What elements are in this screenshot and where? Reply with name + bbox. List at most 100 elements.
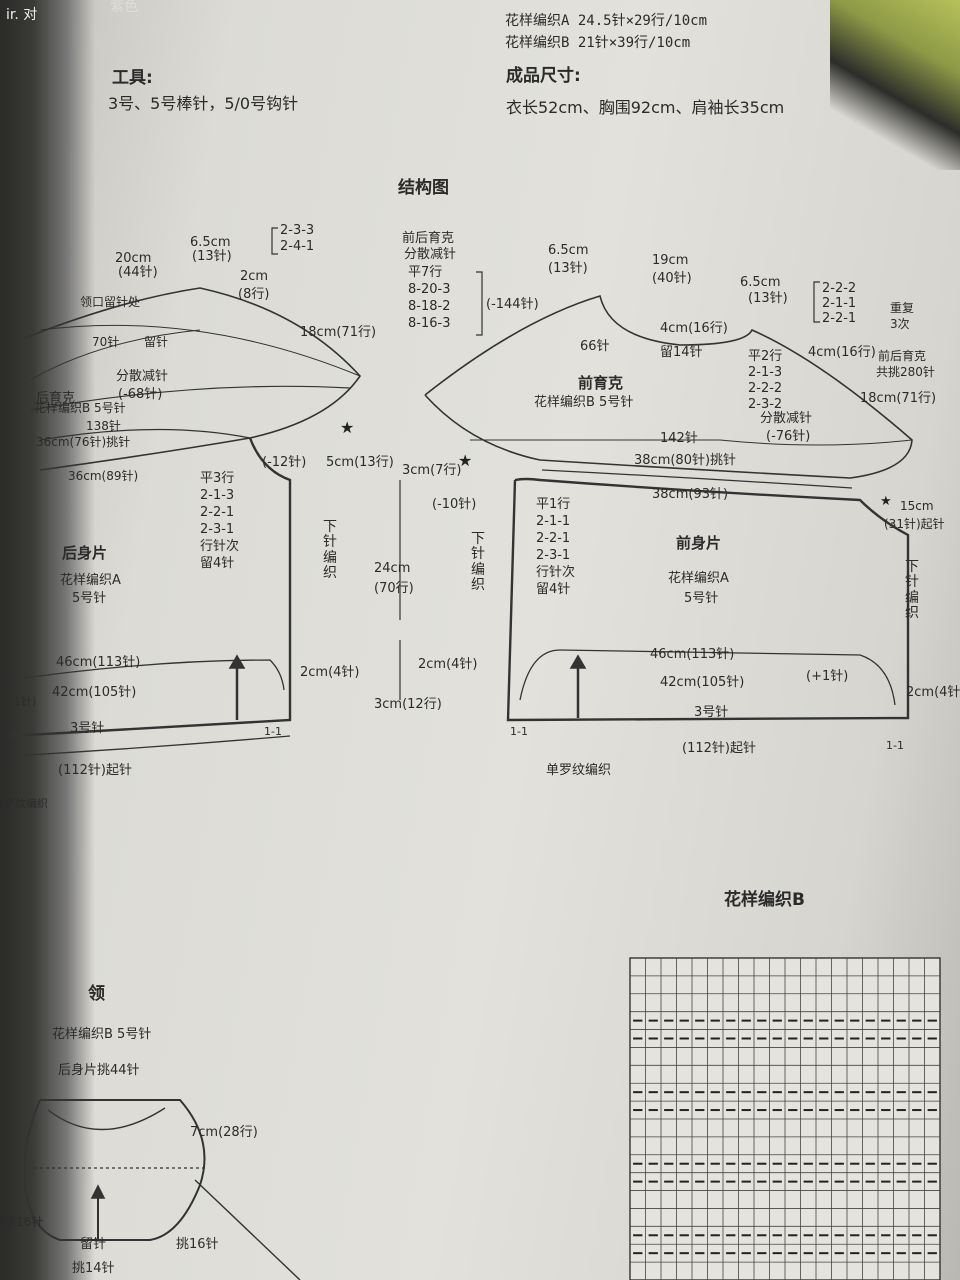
size-title: 成品尺寸: [506,66,581,86]
collar-pattern: 花样编织B 5号针 [52,1027,152,1042]
front-st142: 142针 [660,431,698,446]
corner-text-2: 紫色 [110,0,138,15]
front-dec-label: 分散减针 [760,411,813,426]
back-shoulder-st: (44针) [118,265,158,280]
back-yoke-len: 18cm(71行) [300,325,377,340]
front-times: 3次 [890,317,910,331]
front-neck-depth: 4cm(16行) [660,321,728,336]
front-needle3: 3号针 [694,705,729,720]
yoke-decrease-row-2: 8-18-2 [408,299,451,314]
front-side-2cm-right: 2cm(4针) [906,685,960,700]
tools-value: 3号、5号棒针，5/0号钩针 [108,94,299,113]
back-yoke-label: 后育克 [36,391,76,406]
front-st66: 66针 [580,339,610,354]
front-needle5: 5号针 [684,591,719,606]
front-armhole-row-1: 2-1-1 [536,514,571,529]
back-tick: 1-1 [264,725,282,738]
front-body-outline [506,477,910,722]
back-pattern-b: 花样编织B 5号针 [34,401,126,415]
collar-leave: 留针 [80,1237,107,1252]
back-dec12: (-12针) [262,455,307,470]
front-armhole-row-0: 平1行 [536,497,571,512]
back-armhole-row-0: 平3行 [200,471,235,486]
back-neck-shape-1: 2-3-3 [280,223,315,238]
back-armhole-row-4: 行针次 [200,539,240,554]
front-w42: 42cm(105针) [660,675,745,690]
center-body-height: 24cm [374,561,411,576]
back-shoulder-cm: 20cm [115,251,152,266]
yoke-title-1: 前后育克 [402,231,455,246]
back-neck-shape-2: 2-4-1 [280,239,315,254]
yoke-decrease-row-1: 8-20-3 [408,282,451,297]
tools-title: 工具: [112,68,153,88]
back-dec-label: 分散减针 [116,369,169,384]
back-yoke-inner [29,385,351,441]
front-armhole-row-2: 2-2-1 [536,531,571,546]
back-dec-count: (-68针) [118,387,163,402]
center-3cm: 3cm(7行) [402,463,462,478]
front-armhole-row-3: 2-3-1 [536,548,571,563]
center-rib-height: 3cm(12行) [374,697,442,712]
front-dec10: (-10针) [432,497,477,512]
back-neck-width: 6.5cm [190,235,231,250]
front-side-cm: 6.5cm [740,275,781,290]
front-shape2-row-1: 2-2-2 [748,381,783,396]
back-armhole-row-5: 留4针 [200,556,235,571]
front-pattern-a: 花样编织A [668,571,729,586]
collar-leave14: 挑14针 [72,1261,115,1276]
front-side-st: (13针) [748,291,788,306]
front-center-cm: 19cm [652,253,689,268]
front-down-knit: 下针编织 [471,531,485,594]
front-shape-row-2: 2-2-1 [822,311,857,326]
front-tick-left: 1-1 [510,725,528,738]
front-pick38: 38cm(80针)挑针 [634,453,737,468]
diagram-title: 结构图 [398,178,449,198]
front-dec-count: (-76针) [766,429,811,444]
gauge-a: 花样编织A 24.5针×29行/10cm [505,13,708,29]
front-shape-row-1: 2-1-1 [822,296,857,311]
chart-grid [629,957,941,1280]
back-needle3: 3号针 [70,721,105,736]
front-center-st: (40针) [652,271,692,286]
back-side-st: -1针) [10,695,37,708]
front-cm38: 38cm(93针) [652,487,729,502]
back-pick36: 36cm(76针)挑针 [36,435,131,449]
front-neck-st: (13针) [548,261,588,276]
back-leave: 留针 [144,335,169,349]
front-yoke-total-2: 共挑280针 [876,365,935,379]
front-armhole-row-5: 留4针 [536,582,571,597]
front-panel-title: 前身片 [676,534,722,552]
front-armhole-row-4: 行针次 [536,565,576,580]
back-armhole-row-1: 2-1-3 [200,488,235,503]
svg-text:★: ★ [880,494,892,509]
front-shape2-row-0: 2-1-3 [748,365,783,380]
collar-pickup: 后身片挑44针 [58,1063,140,1078]
front-shape2-row-2: 2-3-2 [748,397,783,412]
front-yoke-len: 18cm(71行) [860,391,937,406]
front-yoke-title: 前育克 [578,374,624,392]
collar-right: 挑16针 [176,1237,219,1252]
back-rib: 罗纹编织 [4,797,48,810]
back-st138: 138针 [86,419,121,433]
front-flat2: 平2行 [748,349,783,364]
svg-text:★: ★ [340,418,354,437]
back-w46: 46cm(113针) [56,655,141,670]
front-rib: 单罗纹编织 [546,763,612,778]
back-pattern-a: 花样编织A [60,573,121,588]
back-side-2cm: 2cm(4针) [300,665,360,680]
front-yoke-outline [424,294,913,479]
front-pattern-b: 花样编织B 5号针 [534,395,634,410]
gauge-b: 花样编织B 21针×39行/10cm [505,35,691,51]
collar-left: 挑16针 [4,1215,44,1229]
back-neck-st: (13针) [192,249,232,264]
collar-outline [23,1099,206,1241]
front-w46: 46cm(113针) [650,647,735,662]
front-down-knit-right: 下针编织 [905,559,919,622]
chart-b-title: 花样编织B [724,890,805,910]
back-neck-pickup: 领口留针处 [80,295,141,309]
back-armhole-row-3: 2-3-1 [200,522,235,537]
corner-text: ir. 对 [6,7,38,23]
front-plus1: (+1针) [806,669,849,684]
